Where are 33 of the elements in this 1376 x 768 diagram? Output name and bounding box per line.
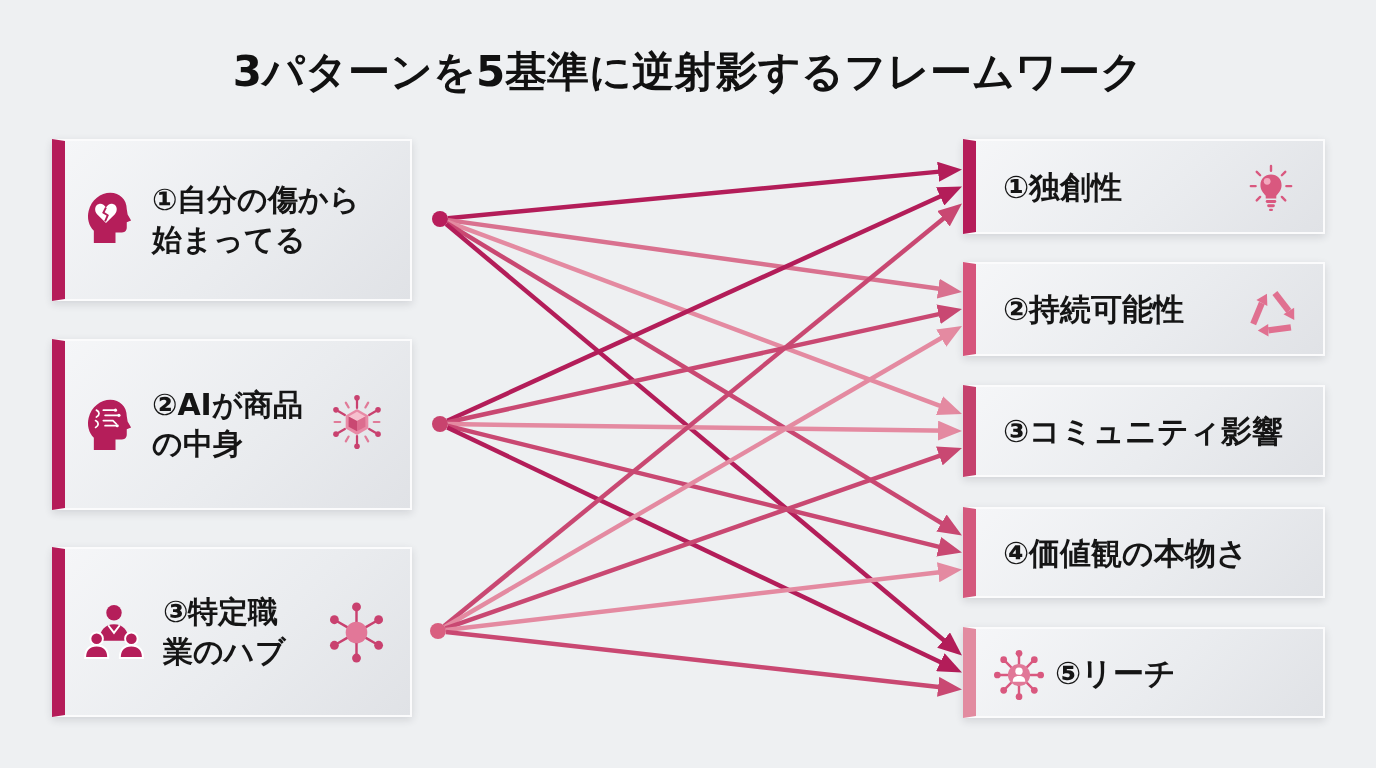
criterion-box (963, 627, 1325, 718)
pattern-box (52, 139, 412, 301)
pattern-box (52, 547, 412, 717)
arrow (446, 425, 962, 673)
pattern-box (52, 339, 412, 510)
criterion-box (963, 262, 1325, 356)
arrow (447, 161, 962, 221)
arrow (445, 562, 962, 633)
criterion-label: ⑤リーチ (1055, 653, 1177, 692)
title: 3パターンを5基準に逆射影するフレームワーク (232, 46, 1144, 98)
connector-dot (432, 211, 448, 227)
arrow (446, 186, 962, 423)
pattern-label: ③特定職業のハブ (163, 593, 287, 671)
criterion-label: ①独創性 (1003, 167, 1123, 206)
arrow (444, 446, 962, 631)
criterion-label: ②持続可能性 (1003, 289, 1185, 329)
arrow (447, 304, 962, 425)
connector-dot (432, 416, 448, 432)
criterion-box (963, 385, 1325, 477)
arrow (443, 326, 962, 629)
criterion-box (963, 507, 1325, 598)
arrow (446, 219, 962, 415)
arrow (445, 221, 962, 536)
pattern-label: ②AIが商品の中身 (152, 385, 304, 464)
criterion-label: ③コミュニティ影響 (1003, 411, 1284, 451)
arrow (447, 423, 962, 557)
criterion-label: ④価値観の本物さ (1003, 533, 1249, 572)
criterion-box (963, 139, 1325, 234)
arrow (447, 420, 962, 441)
arrow (447, 217, 962, 299)
connector-dot (430, 623, 446, 639)
arrow (445, 629, 962, 697)
pattern-label: ①自分の傷から始まってる (152, 181, 362, 259)
